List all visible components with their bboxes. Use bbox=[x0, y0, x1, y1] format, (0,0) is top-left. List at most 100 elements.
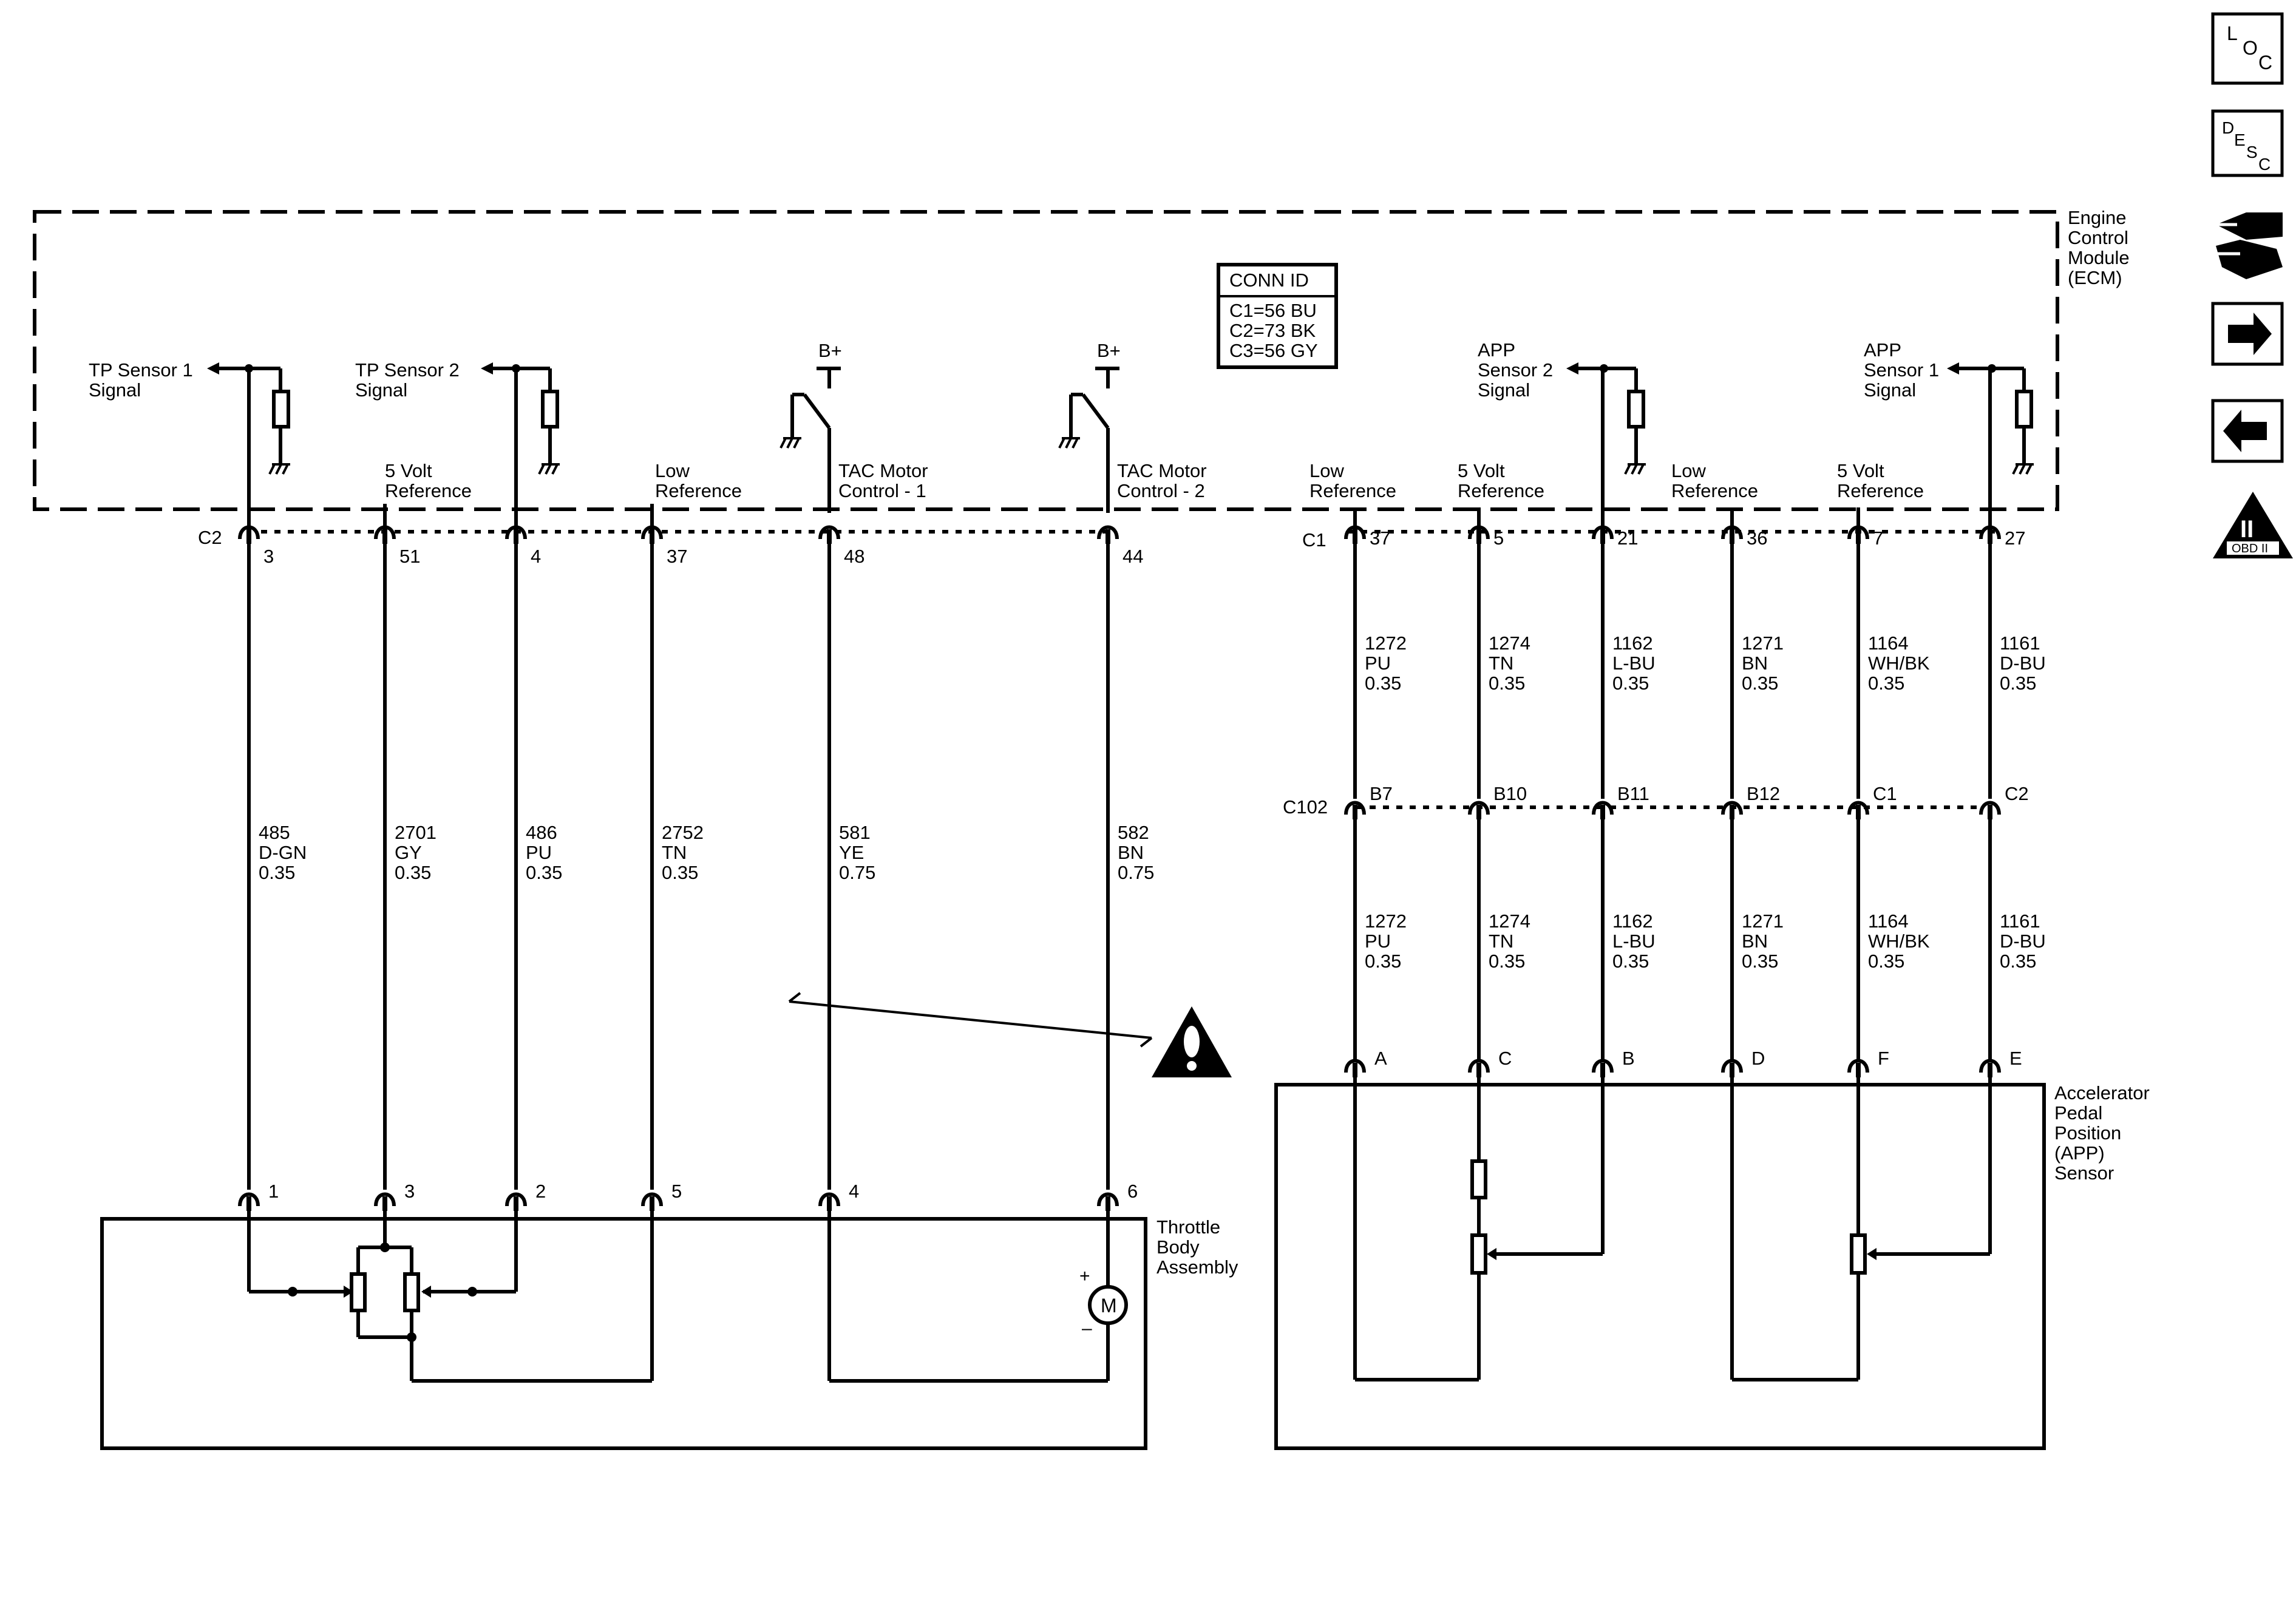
conn-id-box: CONN ID C1=56 BU C2=73 BK C3=56 GY bbox=[1217, 263, 1338, 369]
svg-text:Pedal: Pedal bbox=[2054, 1102, 2102, 1124]
ecm-pin-number: 44 bbox=[1123, 546, 1143, 567]
tp-sensor-2-signal-input bbox=[481, 362, 560, 475]
connector-tool-icon bbox=[2213, 212, 2283, 279]
svg-text:Position: Position bbox=[2054, 1122, 2121, 1144]
arrow-left-icon bbox=[2223, 410, 2267, 452]
wire-gauge-lower: 0.35 bbox=[1489, 951, 1525, 972]
ecm-pin-number: 4 bbox=[531, 546, 541, 567]
ecm-pin-37 bbox=[1344, 525, 1366, 544]
ecm-pin-number: 37 bbox=[667, 546, 687, 567]
tp-sensor-1-label-2: Signal bbox=[89, 379, 141, 401]
app-sensor-pin-F bbox=[1847, 1059, 1869, 1077]
wire-circuit-number-lower: 1271 bbox=[1742, 910, 1784, 932]
wire-circuit-number: 2701 bbox=[395, 822, 436, 843]
circuit-function-label-2: Reference bbox=[385, 480, 472, 501]
c102-pin-number: B12 bbox=[1747, 783, 1780, 804]
previous-button[interactable] bbox=[2211, 399, 2284, 463]
throttle-body-pin-2 bbox=[505, 1192, 527, 1211]
connector-tool-button[interactable] bbox=[2213, 212, 2283, 279]
ecm-pin-number: 7 bbox=[1873, 527, 1883, 549]
c102-pin-number: B7 bbox=[1370, 783, 1393, 804]
circuit-function-label-2: Control - 2 bbox=[1117, 480, 1205, 501]
wire-circuit-number-lower: 1272 bbox=[1365, 910, 1407, 932]
throttle-body-pin-4 bbox=[818, 1192, 840, 1211]
tp-sensor-1-signal-input bbox=[207, 362, 290, 475]
circuit-function-label: Low bbox=[1309, 460, 1344, 481]
app-sensor-2-label-2: Sensor 2 bbox=[1478, 359, 1553, 381]
app-sensor-2-label: APP bbox=[1478, 339, 1515, 361]
c102-pin-B10 bbox=[1468, 801, 1490, 819]
wire-color-lower: L-BU bbox=[1612, 931, 1656, 952]
c102-pin-C1 bbox=[1847, 801, 1869, 819]
wire-circuit-number: 485 bbox=[259, 822, 290, 843]
svg-text:Sensor: Sensor bbox=[2054, 1162, 2114, 1184]
svg-text:Engine: Engine bbox=[2068, 207, 2127, 228]
wire-circuit-number-upper: 1274 bbox=[1489, 632, 1530, 654]
loc-button[interactable]: L O C bbox=[2211, 12, 2284, 85]
c102-pin-C2 bbox=[1979, 801, 2001, 819]
ecm-pin-51 bbox=[374, 525, 396, 544]
ecm-boundary bbox=[33, 210, 2059, 511]
c102-label: C102 bbox=[1283, 796, 1328, 818]
wire-color: GY bbox=[395, 842, 422, 863]
wire-circuit-number-upper: 1162 bbox=[1612, 632, 1653, 654]
component-pin-number: 4 bbox=[849, 1181, 859, 1202]
next-button[interactable] bbox=[2211, 302, 2284, 366]
obd-ii-button[interactable]: II OBD II bbox=[2213, 492, 2293, 558]
app-sensor-1-label: APP bbox=[1864, 339, 1901, 361]
app-sensor-1-label-2: Sensor 1 bbox=[1864, 359, 1939, 381]
ecm-pin-4 bbox=[505, 525, 527, 544]
wire-color: TN bbox=[662, 842, 687, 863]
svg-text:L: L bbox=[2227, 22, 2238, 44]
desc-button[interactable]: D E S C bbox=[2211, 109, 2284, 177]
app-sensor-2-label-3: Signal bbox=[1478, 379, 1530, 401]
c102-pin-B7 bbox=[1344, 801, 1366, 819]
ecm-pin-number: 5 bbox=[1493, 527, 1504, 549]
ecm-pin-48 bbox=[818, 525, 840, 544]
c102-pin-B11 bbox=[1592, 801, 1614, 819]
app-sensor-title: Accelerator Pedal Position (APP) Sensor bbox=[2054, 1082, 2150, 1184]
component-pin-number: F bbox=[1878, 1048, 1889, 1069]
ecm-connector-c1-label: C1 bbox=[1302, 529, 1326, 551]
svg-text:C: C bbox=[2258, 52, 2272, 73]
ecm-pin-number: 37 bbox=[1370, 527, 1390, 549]
c102-pin-number: B10 bbox=[1493, 783, 1527, 804]
tp-sensor-2-label: TP Sensor 2 bbox=[355, 359, 460, 381]
obd-ii-icon: II OBD II bbox=[2213, 492, 2293, 558]
caution-icon[interactable] bbox=[1152, 1006, 1232, 1077]
ecm-pin-21 bbox=[1592, 525, 1614, 544]
wire-gauge-lower: 0.35 bbox=[1612, 951, 1649, 972]
wire-color-lower: TN bbox=[1489, 931, 1513, 952]
component-pin-number: 2 bbox=[535, 1181, 546, 1202]
svg-text:D: D bbox=[2222, 118, 2234, 137]
wire-color-upper: D-BU bbox=[2000, 653, 2046, 674]
component-pin-number: E bbox=[2009, 1048, 2022, 1069]
svg-text:M: M bbox=[1101, 1295, 1117, 1317]
wire-color-upper: BN bbox=[1742, 653, 1768, 674]
throttle-body-pin-1 bbox=[238, 1192, 260, 1211]
wire-gauge: 0.75 bbox=[1118, 862, 1154, 883]
ecm-pin-number: 48 bbox=[844, 546, 864, 567]
svg-text:C1=56 BU: C1=56 BU bbox=[1229, 300, 1317, 321]
app-sensor-pin-E bbox=[1979, 1059, 2001, 1077]
tp-sensor-potentiometers bbox=[247, 1214, 654, 1383]
circuit-function-label: Low bbox=[655, 460, 690, 481]
wire-color: D-GN bbox=[259, 842, 307, 863]
circuit-function-label-2: Reference bbox=[1309, 480, 1396, 501]
throttle-body-title: Throttle Body Assembly bbox=[1156, 1216, 1238, 1278]
wire-circuit-number-upper: 1271 bbox=[1742, 632, 1784, 654]
c102-pin-number: B11 bbox=[1617, 783, 1649, 804]
circuit-function-label-2: Reference bbox=[655, 480, 742, 501]
wire-gauge-upper: 0.35 bbox=[1365, 673, 1401, 694]
component-pin-number: 5 bbox=[671, 1181, 682, 1202]
wire-gauge: 0.75 bbox=[839, 862, 875, 883]
svg-text:Throttle: Throttle bbox=[1156, 1216, 1220, 1238]
app-sensor-pin-A bbox=[1344, 1059, 1366, 1077]
